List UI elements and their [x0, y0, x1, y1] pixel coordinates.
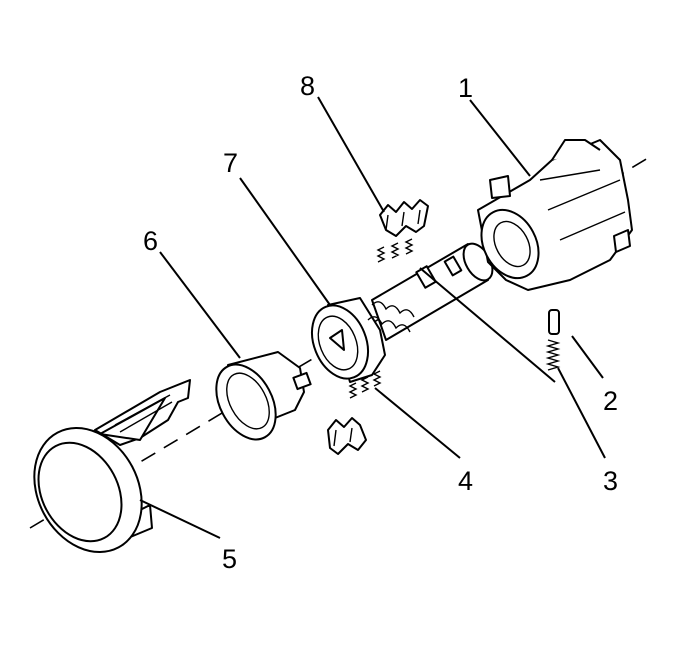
part-3-spring: [419, 267, 561, 383]
leader-lines: [139, 96, 606, 539]
callout-5: 5: [222, 544, 237, 574]
tumbler-springs-lower: [348, 370, 382, 399]
callout-1: 1: [458, 73, 473, 103]
callout-7: 7: [223, 148, 238, 178]
part-6-retainer: [215, 351, 312, 441]
callout-2: 2: [603, 386, 618, 416]
callout-labels: 1 2 3 4 5 6 7 8: [143, 71, 618, 574]
part-4-tumblers-lower: [327, 417, 367, 455]
callout-3: 3: [603, 466, 618, 496]
part-7-cylinder-cap: [311, 297, 386, 383]
callout-4: 4: [458, 466, 473, 496]
callout-6: 6: [143, 226, 158, 256]
part-5-bezel: [33, 379, 191, 554]
part-2-pin: [548, 309, 560, 335]
tumbler-springs-upper: [376, 238, 414, 263]
callout-8: 8: [300, 71, 315, 101]
part-8-tumblers-upper: [379, 199, 429, 237]
cylinder-shaft: [367, 242, 494, 341]
part-1-lock-housing: [477, 139, 633, 291]
